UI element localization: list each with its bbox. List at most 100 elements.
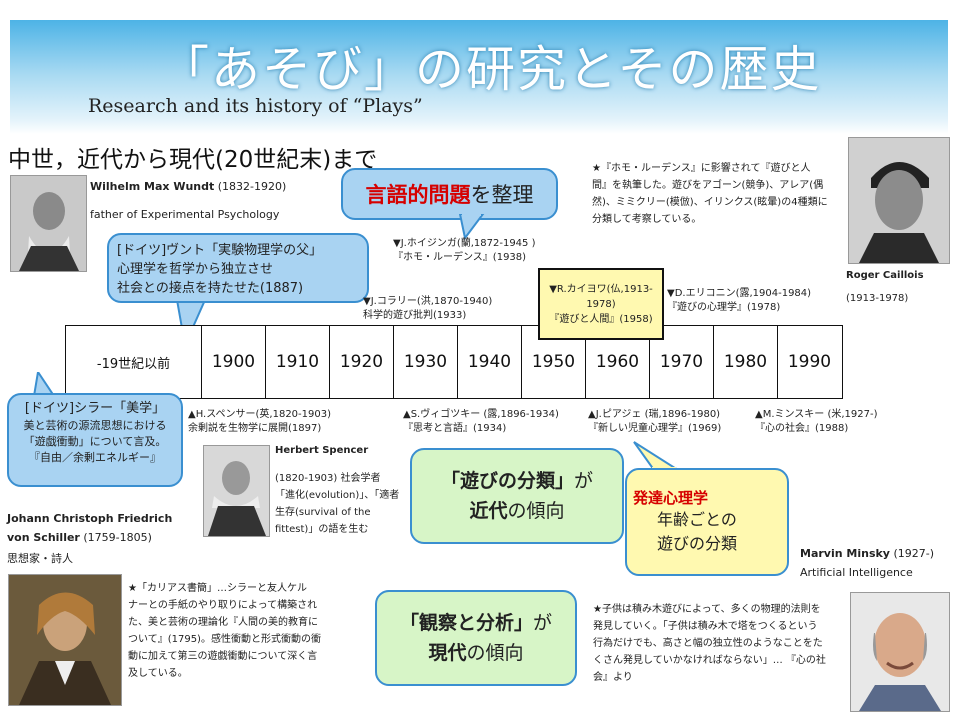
hattatsu-title: 発達心理学 xyxy=(633,489,709,507)
gengo-keyword: 言語的問題 xyxy=(365,183,471,207)
schiller-note-line-1: ★「カリアス書簡」…シラーと友人ケル xyxy=(128,583,307,594)
annotation-minsky: ▲M.ミンスキー (米,1927-) 『心の社会』(1988) xyxy=(755,408,878,436)
kansatsu-tendency: の傾向 xyxy=(466,642,524,664)
gengo-rest: を整理 xyxy=(470,183,534,207)
kansatsu-keyword: 「観察と分析」 xyxy=(399,612,533,634)
caillois-note-line-2: 間』を執筆した。遊びをアゴーン(競争)、アレア(偶 xyxy=(592,180,824,191)
schiller-note: ★「カリアス書簡」…シラーと友人ケル ナーとの手紙のやり取りによって構築され た… xyxy=(128,580,368,682)
annotation-piaget-line-1: ▲J.ピアジェ (瑞,1896-1980) xyxy=(588,409,721,420)
annotation-elkonin-line-2: 『遊びの心理学』(1978) xyxy=(667,302,781,313)
kansatsu-era: 現代 xyxy=(428,642,467,664)
gengo-callout-tail xyxy=(458,214,485,241)
timeline: -19世紀以前 1900 1910 1920 1930 1940 1950 19… xyxy=(65,325,843,399)
spencer-photo xyxy=(203,445,270,537)
wundt-photo xyxy=(10,175,87,272)
wundt-name-line: Wilhelm Max Wundt (1832-1920) xyxy=(90,180,286,193)
annotation-collary: ▼J.コラリー(洪,1870-1940) 科学的遊び批判(1933) xyxy=(363,295,492,323)
timeline-cell-1910: 1910 xyxy=(265,326,329,398)
timeline-cell-pre19: -19世紀以前 xyxy=(96,356,171,372)
title-banner-fade xyxy=(10,120,948,134)
wundt-callout-line-1: [ドイツ]ヴント「実験物理学の父」 xyxy=(117,243,323,258)
schiller-name: von Schiller xyxy=(7,531,80,544)
kansatsu-line-1: 「観察と分析」が xyxy=(400,608,552,638)
kansatsu-callout: 「観察と分析」が 現代の傾向 xyxy=(375,590,577,686)
annotation-vygotsky-line-2: 『思考と言語』(1934) xyxy=(403,423,507,434)
schiller-callout-line-3: 『自由／余剰エネルギー』 xyxy=(29,451,161,464)
kansatsu-line-2: 現代の傾向 xyxy=(428,638,523,668)
bunrui-line-1: 「遊びの分類」が xyxy=(441,466,593,496)
annotation-spencer: ▲H.スペンサー(英,1820-1903) 余剰説を生物学に展開(1897) xyxy=(188,408,331,436)
minsky-note-line-1: ★子供は積み木遊びによって、多くの物理的法則を xyxy=(593,604,821,615)
spencer-name: Herbert Spencer xyxy=(275,445,369,456)
wundt-callout: [ドイツ]ヴント「実験物理学の父」 心理学を哲学から独立させ 社会との接点を持た… xyxy=(107,233,369,303)
schiller-callout-title: [ドイツ]シラー「美学」 xyxy=(24,401,166,416)
schiller-callout-tail xyxy=(32,372,56,396)
title-banner xyxy=(10,20,948,120)
schiller-note-line-6: 及している。 xyxy=(128,668,188,679)
annotation-vygotsky-line-1: ▲S.ヴィゴツキー (露,1896-1934) xyxy=(403,409,559,420)
schiller-years: (1759-1805) xyxy=(79,531,152,544)
caillois-note-line-1: ★『ホモ・ルーデンス』に影響されて『遊びと人 xyxy=(592,163,811,174)
gengo-callout: 言語的問題を整理 xyxy=(341,168,558,220)
timeline-cell-1960: 1960 xyxy=(585,326,649,398)
caillois-timeline-line-1: ▼R.カイヨワ(仏,1913- xyxy=(549,284,653,295)
bunrui-tendency: の傾向 xyxy=(507,500,565,522)
minsky-note-line-2: 発見していく。「子供は積み木で塔をつくるという xyxy=(593,621,818,632)
annotation-spencer-line-1: ▲H.スペンサー(英,1820-1903) xyxy=(188,409,332,420)
wundt-years: (1832-1920) xyxy=(214,180,287,193)
caillois-note-line-3: 然)、ミミクリー(模倣)、イリンクス(眩暈)の4種類に xyxy=(592,197,828,208)
annotation-huizinga-line-2: 『ホモ・ルーデンス』(1938) xyxy=(393,252,527,263)
annotation-spencer-line-2: 余剰説を生物学に展開(1897) xyxy=(188,423,322,434)
kansatsu-ga: が xyxy=(533,612,553,634)
schiller-note-line-5: 動に加えて第三の遊戯衝動について深く言 xyxy=(128,651,318,662)
timeline-cell-1970: 1970 xyxy=(649,326,713,398)
schiller-note-line-2: ナーとの手紙のやり取りによって構築され xyxy=(128,600,318,611)
minsky-name-line: Marvin Minsky (1927-) xyxy=(800,547,934,560)
annotation-huizinga-line-1: ▼J.ホイジンガ(蘭,1872-1945 ) xyxy=(393,238,536,249)
caillois-photo xyxy=(848,137,950,264)
schiller-callout-line-1: 美と芸術の源流思想における xyxy=(23,419,167,432)
timeline-cell-1930: 1930 xyxy=(393,326,457,398)
page-title: 「あそび」の研究とその歴史 xyxy=(160,41,822,98)
timeline-cell-1990: 1990 xyxy=(777,326,841,398)
hattatsu-callout-tail xyxy=(633,441,680,470)
schiller-name-line-1: Johann Christoph Friedrich xyxy=(7,512,173,525)
page-subtitle: Research and its history of “Plays” xyxy=(88,95,423,117)
caillois-timeline-box: ▼R.カイヨワ(仏,1913- 1978) 『遊びと人間』(1958) xyxy=(538,268,664,340)
annotation-elkonin-line-1: ▼D.エリコニン(露,1904-1984) xyxy=(667,288,812,299)
bunrui-keyword: 「遊びの分類」 xyxy=(440,470,574,492)
section-heading: 中世，近代から現代(20世紀末)まで xyxy=(8,147,378,173)
annotation-piaget: ▲J.ピアジェ (瑞,1896-1980) 『新しい児童心理学』(1969) xyxy=(588,408,721,436)
schiller-note-line-3: た、美と芸術の理論化『人間の美的教育に xyxy=(128,617,318,628)
bunrui-ga: が xyxy=(574,470,594,492)
hattatsu-callout: 発達心理学 年齢ごとの 遊びの分類 xyxy=(625,468,789,576)
annotation-huizinga: ▼J.ホイジンガ(蘭,1872-1945 ) 『ホモ・ルーデンス』(1938) xyxy=(393,237,536,265)
hattatsu-line-2: 遊びの分類 xyxy=(657,534,738,553)
timeline-cell-1900: 1900 xyxy=(201,326,265,398)
hattatsu-line-1: 年齢ごとの xyxy=(657,510,737,529)
annotation-piaget-line-2: 『新しい児童心理学』(1969) xyxy=(588,423,722,434)
minsky-note: ★子供は積み木遊びによって、多くの物理的法則を 発見していく。「子供は積み木で塔… xyxy=(593,601,851,686)
annotation-collary-line-1: ▼J.コラリー(洪,1870-1940) xyxy=(363,296,493,307)
caillois-note-line-4: 分類して考察している。 xyxy=(592,214,702,225)
minsky-name: Marvin Minsky xyxy=(800,547,890,560)
schiller-role: 思想家・詩人 xyxy=(7,552,73,565)
timeline-cell-1940: 1940 xyxy=(457,326,521,398)
minsky-years: (1927-) xyxy=(889,547,935,560)
wundt-name: Wilhelm Max Wundt xyxy=(90,180,215,193)
timeline-cell-1950: 1950 xyxy=(521,326,585,398)
caillois-name: Roger Caillois xyxy=(846,270,924,281)
bunrui-callout: 「遊びの分類」が 近代の傾向 xyxy=(410,448,624,544)
spencer-desc: (1820-1903) 社会学者「進化(evolution)」、「適者生存(su… xyxy=(275,473,400,535)
timeline-cell-1980: 1980 xyxy=(713,326,777,398)
schiller-callout: [ドイツ]シラー「美学」 美と芸術の源流思想における 「遊戯衝動」について言及。… xyxy=(7,393,183,487)
timeline-cell-1920: 1920 xyxy=(329,326,393,398)
caillois-years: (1913-1978) xyxy=(846,293,909,304)
caillois-timeline-line-2: 1978) xyxy=(586,299,616,310)
minsky-note-line-4: くさん発見していかなければならない」… 『心の社 xyxy=(593,655,826,666)
annotation-minsky-line-2: 『心の社会』(1988) xyxy=(755,423,849,434)
annotation-vygotsky: ▲S.ヴィゴツキー (露,1896-1934) 『思考と言語』(1934) xyxy=(403,408,559,436)
bunrui-line-2: 近代の傾向 xyxy=(469,496,564,526)
wundt-callout-line-3: 社会との接点を持たせた(1887) xyxy=(117,281,304,296)
annotation-collary-line-2: 科学的遊び批判(1933) xyxy=(363,310,467,321)
